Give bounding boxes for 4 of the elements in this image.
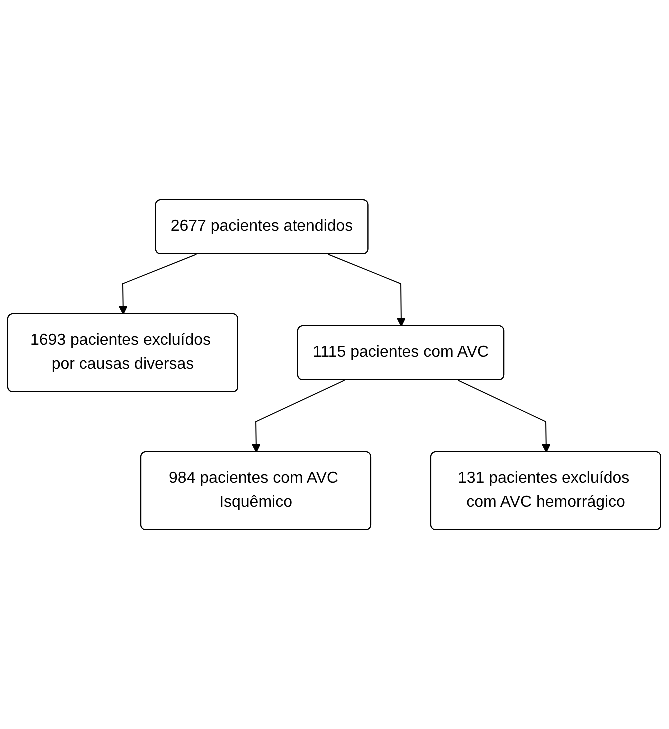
arrow bbox=[328, 254, 406, 326]
arrow bbox=[118, 254, 198, 314]
arrow bbox=[458, 380, 551, 452]
arrow bbox=[252, 380, 346, 452]
